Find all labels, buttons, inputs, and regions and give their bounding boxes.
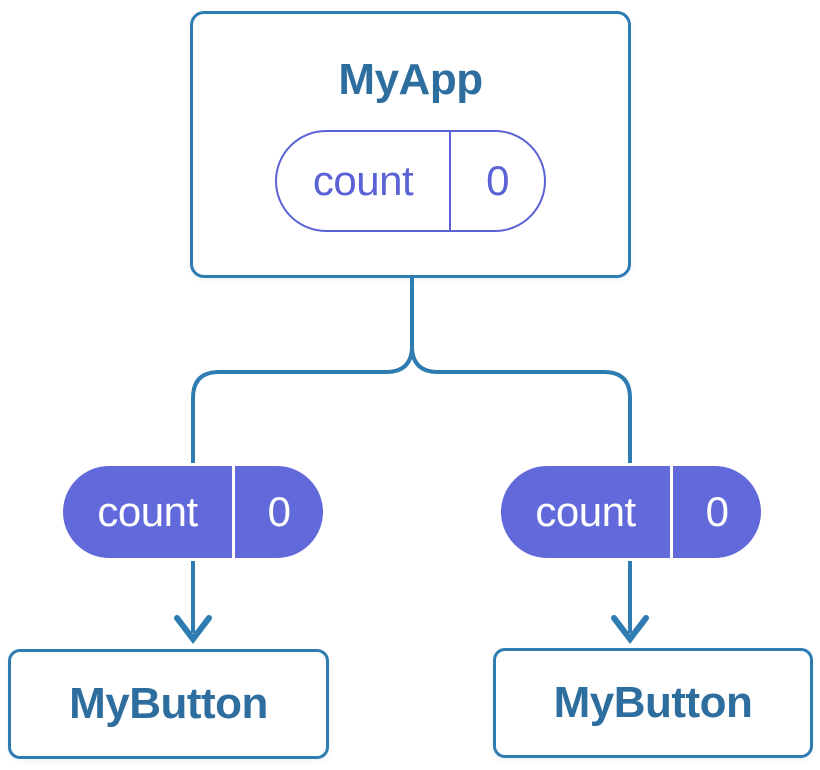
mybutton-card-right: MyButton [493, 648, 813, 758]
mybutton-title: MyButton [69, 678, 268, 728]
mybutton-card-left: MyButton [8, 649, 329, 759]
prop-pill-right: count 0 [498, 463, 764, 561]
prop-label: count [97, 488, 198, 535]
arrow-down-icon [174, 615, 212, 644]
state-label: count [312, 157, 414, 205]
arrow-down-icon [611, 615, 649, 644]
prop-label: count [535, 488, 636, 535]
myapp-card: MyApp count 0 [190, 11, 631, 278]
state-pill: count 0 [275, 130, 546, 233]
connector-left-branch [191, 278, 414, 633]
prop-value: 0 [232, 466, 323, 558]
myapp-title: MyApp [338, 55, 483, 104]
state-value: 0 [449, 132, 544, 231]
prop-value: 0 [670, 466, 761, 558]
prop-pill-left: count 0 [60, 463, 326, 561]
mybutton-title: MyButton [553, 677, 753, 727]
connector-right-branch [410, 278, 632, 633]
